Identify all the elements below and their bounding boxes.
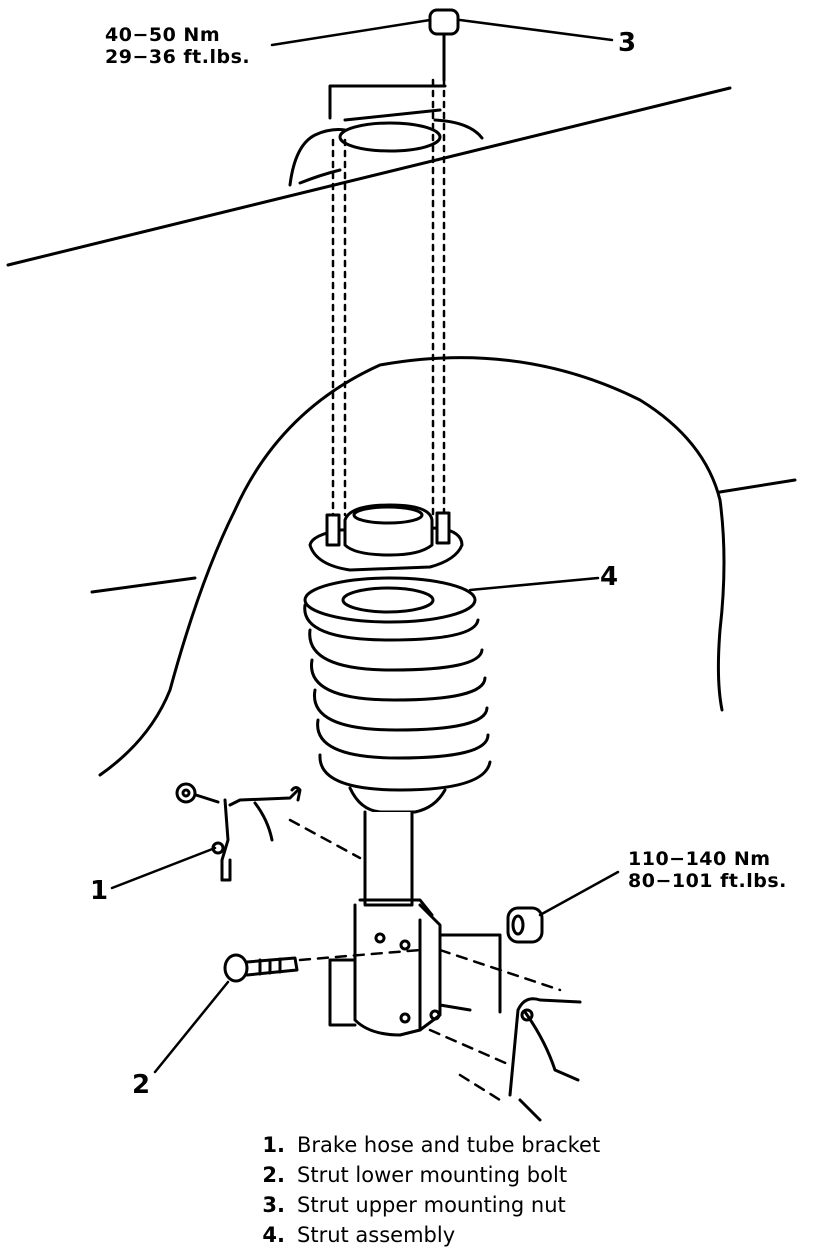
strut-damper-body xyxy=(348,786,447,917)
knuckle-bracket xyxy=(328,903,502,1037)
callout-4: 4 xyxy=(600,562,619,592)
torque-top-nm: 40−50 Nm xyxy=(105,24,221,46)
legend: 1. Brake hose and tube bracket 2. Strut … xyxy=(255,1130,600,1250)
steering-knuckle xyxy=(508,997,582,1122)
coil-spring xyxy=(303,576,492,792)
legend-item-label: Strut upper mounting nut xyxy=(297,1193,566,1217)
legend-item-number: 4. xyxy=(262,1223,285,1247)
leader-lines xyxy=(110,18,620,1074)
fender-line-left xyxy=(90,576,197,594)
torque-top-ftlbs: 29−36 ft.lbs. xyxy=(105,46,251,68)
legend-item-label: Strut assembly xyxy=(297,1223,456,1247)
torque-bottom-ftlbs: 80−101 ft.lbs. xyxy=(628,870,787,892)
alignment-dash-lines xyxy=(331,78,446,517)
bolt-dash-lines xyxy=(288,818,562,1102)
legend-item: 3. Strut upper mounting nut xyxy=(255,1190,600,1220)
callout-3: 3 xyxy=(618,28,637,58)
legend-item-label: Brake hose and tube bracket xyxy=(297,1133,601,1157)
upper-mounting-nut-icon xyxy=(428,8,460,82)
callout-2: 2 xyxy=(132,1070,151,1100)
legend-item-number: 2. xyxy=(262,1163,285,1187)
strut-tower-mount xyxy=(288,84,484,187)
lower-nut-icon xyxy=(506,906,544,944)
body-panel-line xyxy=(6,86,732,267)
legend-item-label: Strut lower mounting bolt xyxy=(297,1163,568,1187)
wheel-arch xyxy=(98,356,726,777)
fender-line-right xyxy=(718,478,797,494)
torque-label-top: 40−50 Nm 29−36 ft.lbs. xyxy=(105,24,250,68)
torque-bottom-nm: 110−140 Nm xyxy=(628,848,771,870)
legend-item: 4. Strut assembly xyxy=(255,1220,600,1250)
legend-item-number: 1. xyxy=(262,1133,285,1157)
brake-hose-bracket-icon xyxy=(175,782,302,882)
callout-1: 1 xyxy=(90,876,109,906)
lower-mounting-bolt-icon xyxy=(223,953,299,983)
torque-label-bottom: 110−140 Nm 80−101 ft.lbs. xyxy=(628,848,787,892)
legend-item: 1. Brake hose and tube bracket xyxy=(255,1130,600,1160)
strut-upper-plate xyxy=(308,503,464,572)
legend-item: 2. Strut lower mounting bolt xyxy=(255,1160,600,1190)
legend-item-number: 3. xyxy=(262,1193,285,1217)
